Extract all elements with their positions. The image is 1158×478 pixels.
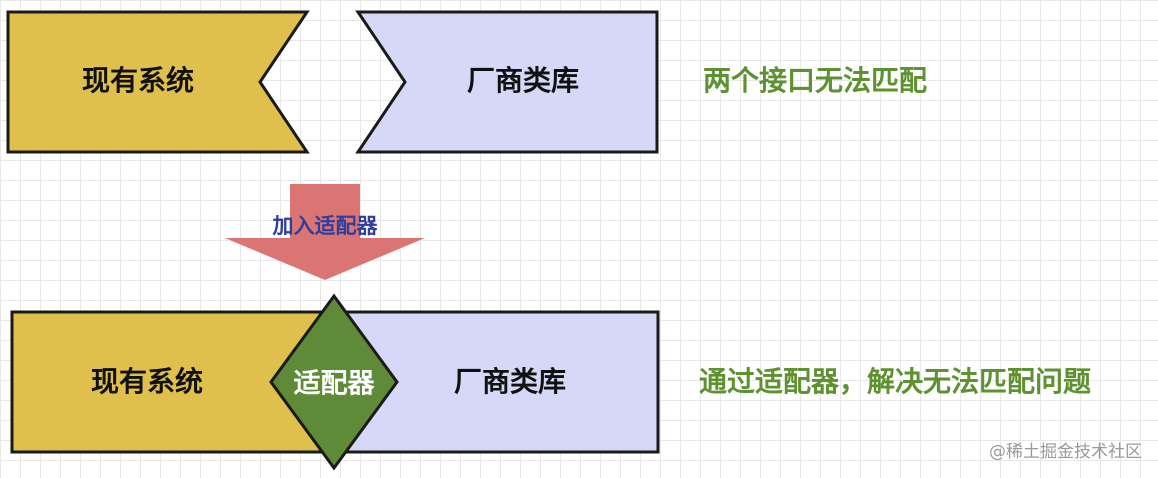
- vendor-library-label-bottom: 厂商类库: [454, 365, 566, 398]
- vendor-library-shape-top: [355, 10, 659, 154]
- adapter-diamond: [269, 293, 399, 471]
- add-adapter-label: 加入适配器: [272, 214, 379, 238]
- existing-system-shape-top: [6, 10, 310, 154]
- watermark: @稀土掘金技术社区: [989, 442, 1142, 462]
- down-arrow-icon: [225, 184, 425, 280]
- solution-note: 通过适配器，解决无法匹配问题: [699, 365, 1091, 398]
- adapter-label: 适配器: [294, 369, 376, 400]
- existing-system-label-bottom: 现有系统: [91, 365, 203, 398]
- mismatch-note: 两个接口无法匹配: [703, 64, 927, 97]
- vendor-library-label-top: 厂商类库: [467, 64, 579, 97]
- existing-system-label-top: 现有系统: [82, 64, 194, 97]
